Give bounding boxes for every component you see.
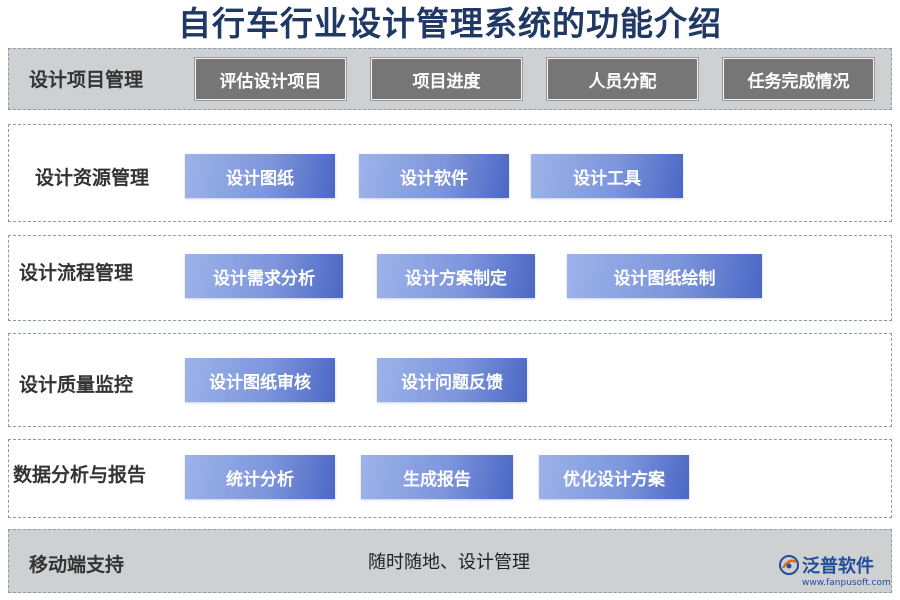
section-quality-monitoring: 设计质量监控 设计图纸审核 设计问题反馈 (8, 333, 892, 427)
logo-url: www.fanpusoft.com (802, 578, 891, 588)
section-project-management: 设计项目管理 评估设计项目 项目进度 人员分配 任务完成情况 (8, 48, 892, 110)
item-issue-feedback: 设计问题反馈 (377, 358, 527, 402)
item-optimize-design: 优化设计方案 (539, 455, 689, 499)
section-resource-management: 设计资源管理 设计图纸 设计软件 设计工具 (8, 124, 892, 222)
section-label: 设计项目管理 (29, 69, 144, 91)
item-evaluate-project: 评估设计项目 (194, 57, 347, 101)
item-statistical-analysis: 统计分析 (185, 455, 335, 499)
logo-name: 泛普软件 (802, 556, 874, 577)
item-generate-report: 生成报告 (361, 455, 513, 499)
section-mobile-support: 移动端支持 (8, 529, 892, 593)
item-project-progress: 项目进度 (370, 57, 523, 101)
item-requirements-analysis: 设计需求分析 (185, 254, 343, 298)
item-plan-formulation: 设计方案制定 (377, 254, 535, 298)
item-design-tools: 设计工具 (531, 154, 683, 198)
page-title: 自行车行业设计管理系统的功能介绍 (178, 4, 722, 43)
section-label: 设计质量监控 (19, 374, 134, 396)
item-design-drawings: 设计图纸 (185, 154, 335, 198)
item-staff-allocation: 人员分配 (546, 57, 699, 101)
item-task-completion: 任务完成情况 (722, 57, 875, 101)
section-label: 数据分析与报告 (13, 464, 147, 486)
section-data-analysis: 数据分析与报告 统计分析 生成报告 优化设计方案 (8, 439, 892, 518)
mobile-support-text: 随时随地、设计管理 (368, 552, 530, 573)
item-drawing-review: 设计图纸审核 (185, 358, 335, 402)
section-label: 移动端支持 (29, 554, 125, 576)
section-process-management: 设计流程管理 设计需求分析 设计方案制定 设计图纸绘制 (8, 235, 892, 321)
fanpu-logo-icon (779, 555, 799, 575)
section-label: 设计资源管理 (35, 167, 150, 189)
item-design-software: 设计软件 (359, 154, 509, 198)
item-drawing-creation: 设计图纸绘制 (567, 254, 762, 298)
brand-logo: 泛普软件 www.fanpusoft.com (778, 552, 896, 596)
section-label: 设计流程管理 (19, 262, 134, 284)
